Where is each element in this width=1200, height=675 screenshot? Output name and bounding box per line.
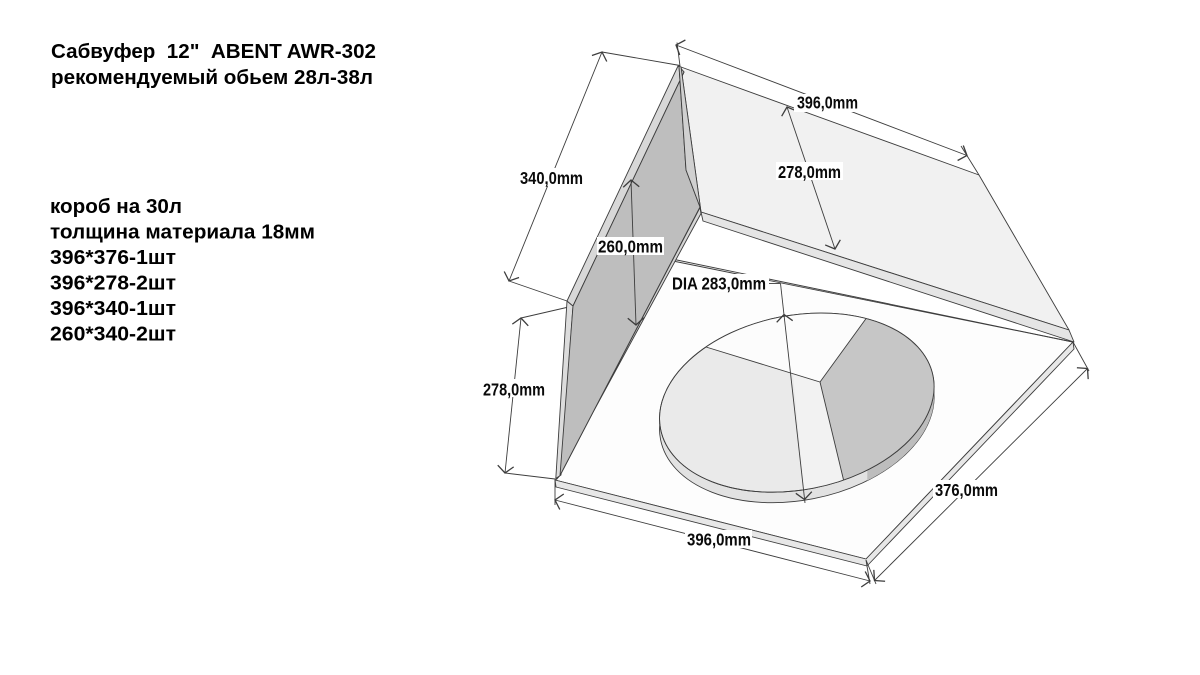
svg-text:толщина материала 18мм: толщина материала 18мм — [50, 222, 315, 244]
svg-text:278,0mm: 278,0mm — [778, 162, 841, 182]
svg-text:396,0mm: 396,0mm — [797, 93, 858, 113]
svg-text:260,0mm: 260,0mm — [598, 237, 663, 257]
svg-text:рекомендуемый обьем 28л-38л: рекомендуемый обьем 28л-38л — [51, 67, 373, 89]
svg-text:260*340-2шт: 260*340-2шт — [50, 324, 176, 346]
svg-text:396*376-1шт: 396*376-1шт — [50, 247, 176, 269]
svg-text:340,0mm: 340,0mm — [520, 168, 583, 188]
svg-text:396,0mm: 396,0mm — [687, 530, 751, 550]
svg-text:короб на 30л: короб на 30л — [50, 196, 182, 218]
svg-text:396*340-1шт: 396*340-1шт — [50, 298, 176, 320]
svg-text:Сабвуфер 12" ABENT AWR-302: Сабвуфер 12" ABENT AWR-302 — [51, 41, 376, 63]
svg-text:DIA 283,0mm: DIA 283,0mm — [672, 274, 766, 294]
svg-text:376,0mm: 376,0mm — [935, 480, 998, 500]
svg-text:278,0mm: 278,0mm — [483, 380, 545, 400]
svg-text:396*278-2шт: 396*278-2шт — [50, 273, 176, 295]
